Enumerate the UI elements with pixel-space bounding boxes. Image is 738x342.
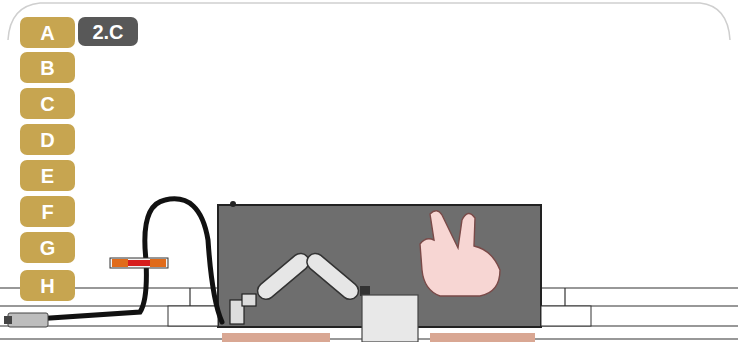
cable-terminal: [230, 294, 256, 324]
step-number-text: 2.C: [92, 22, 123, 42]
step-letter-text: F: [41, 202, 53, 222]
bracket: [541, 306, 591, 326]
step-letter-text: D: [40, 130, 54, 150]
step-letter: A: [20, 17, 75, 48]
step-letter-text: G: [40, 238, 56, 258]
plug-tip: [4, 316, 12, 324]
front-panel: [362, 295, 418, 342]
step-letter: B: [20, 52, 75, 83]
step-letter-text: C: [40, 94, 54, 114]
plug: [8, 313, 48, 327]
step-number: 2.C: [78, 17, 138, 46]
step-letter: F: [20, 196, 75, 227]
step-letter: D: [20, 124, 75, 155]
vent-slots: [254, 250, 362, 303]
step-letter: E: [20, 160, 75, 191]
screw: [230, 201, 236, 207]
step-letter: C: [20, 88, 75, 119]
pointing-hand: [420, 211, 500, 296]
step-letter: G: [20, 232, 75, 263]
step-letter: H: [20, 270, 75, 301]
power-cable: [20, 199, 222, 322]
bracket: [168, 306, 218, 326]
cable-connector: [110, 258, 168, 268]
step-letter-text: H: [40, 276, 54, 296]
step-letter-text: E: [41, 166, 54, 186]
step-letter-text: B: [40, 58, 54, 78]
step-letter-text: A: [40, 23, 54, 43]
